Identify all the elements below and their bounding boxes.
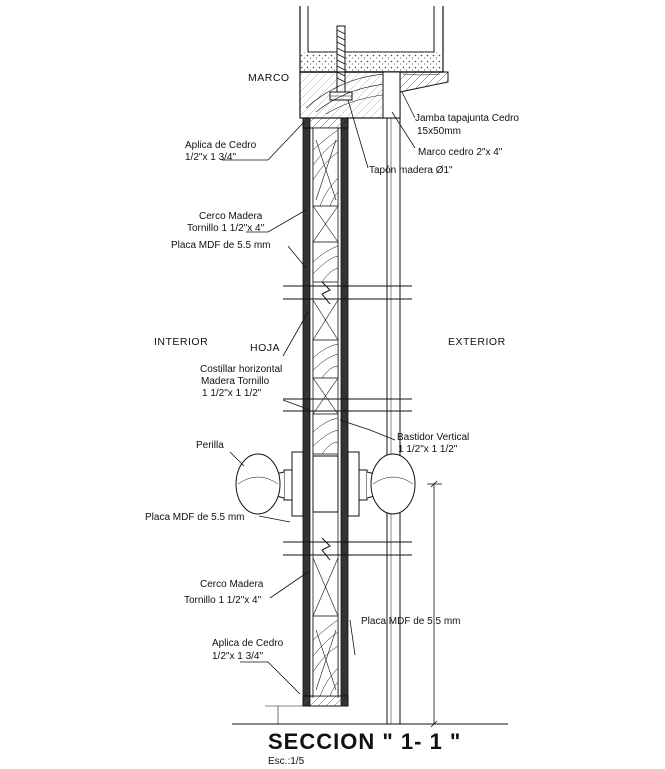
label-aplica-bot-1: Aplica de Cedro: [212, 638, 284, 649]
wood-block-mid: [312, 339, 339, 379]
label-jamba-2: 15x50mm: [417, 126, 461, 137]
label-marco-cedro: Marco cedro 2"x 4": [418, 147, 503, 158]
door-leaf: [302, 117, 349, 707]
label-cerco-top-2: Tornillo 1 1/2"x 4": [187, 223, 265, 234]
label-cerco-bot-1: Cerco Madera: [200, 579, 264, 590]
floor-line: [232, 705, 508, 725]
annotations: MARCO Jamba tapajunta Cedro 15x50mm Marc…: [145, 72, 519, 767]
label-jamba-1: Jamba tapajunta Cedro: [415, 113, 519, 124]
dimension-line: [427, 480, 442, 728]
label-tapon: Tapón madera Ø1": [369, 165, 453, 176]
wood-block-top: [312, 127, 339, 207]
label-placa-right: Placa MDF de 5.5 mm: [361, 616, 460, 627]
section-title: SECCION " 1- 1 ": [268, 729, 461, 754]
label-aplica-top-2: 1/2"x 1 3/4": [185, 152, 236, 163]
label-costillar-2: Madera Tornillo: [201, 376, 270, 387]
leader-lines: [222, 91, 416, 695]
frame-marco: [299, 71, 401, 119]
label-bastidor-2: 1 1/2"x 1 1/2": [398, 444, 458, 455]
wood-block-lower: [312, 413, 339, 455]
label-placa-top: Placa MDF de 5.5 mm: [171, 240, 270, 251]
label-interior: INTERIOR: [154, 336, 208, 348]
cavity-diagonals: [312, 205, 339, 617]
label-bastidor-1: Bastidor Vertical: [397, 432, 469, 443]
label-hoja: HOJA: [250, 342, 280, 354]
exterior-jamb: [386, 118, 401, 724]
label-exterior: EXTERIOR: [448, 336, 506, 348]
wood-block-bottom: [312, 615, 339, 697]
label-aplica-bot-2: 1/2"x 1 3/4": [212, 651, 263, 662]
break-lines: [283, 281, 412, 561]
jamba-tapajunta: [399, 71, 449, 93]
label-costillar-1: Costillar horizontal: [200, 364, 282, 375]
wood-block-upper: [312, 241, 339, 283]
label-cerco-top-1: Cerco Madera: [199, 211, 263, 222]
label-cerco-bot-2: Tornillo 1 1/2"x 4": [184, 595, 262, 606]
scale-label: Esc.:1/5: [268, 756, 305, 767]
wood-blocks: [312, 127, 339, 697]
label-placa-mid: Placa MDF de 5.5 mm: [145, 512, 244, 523]
label-marco: MARCO: [248, 72, 290, 84]
label-aplica-top-1: Aplica de Cedro: [185, 140, 257, 151]
door-knobs: [235, 451, 416, 517]
label-costillar-3: 1 1/2"x 1 1/2": [202, 388, 262, 399]
label-perilla: Perilla: [196, 440, 224, 451]
wall-lintel: [299, 6, 444, 73]
